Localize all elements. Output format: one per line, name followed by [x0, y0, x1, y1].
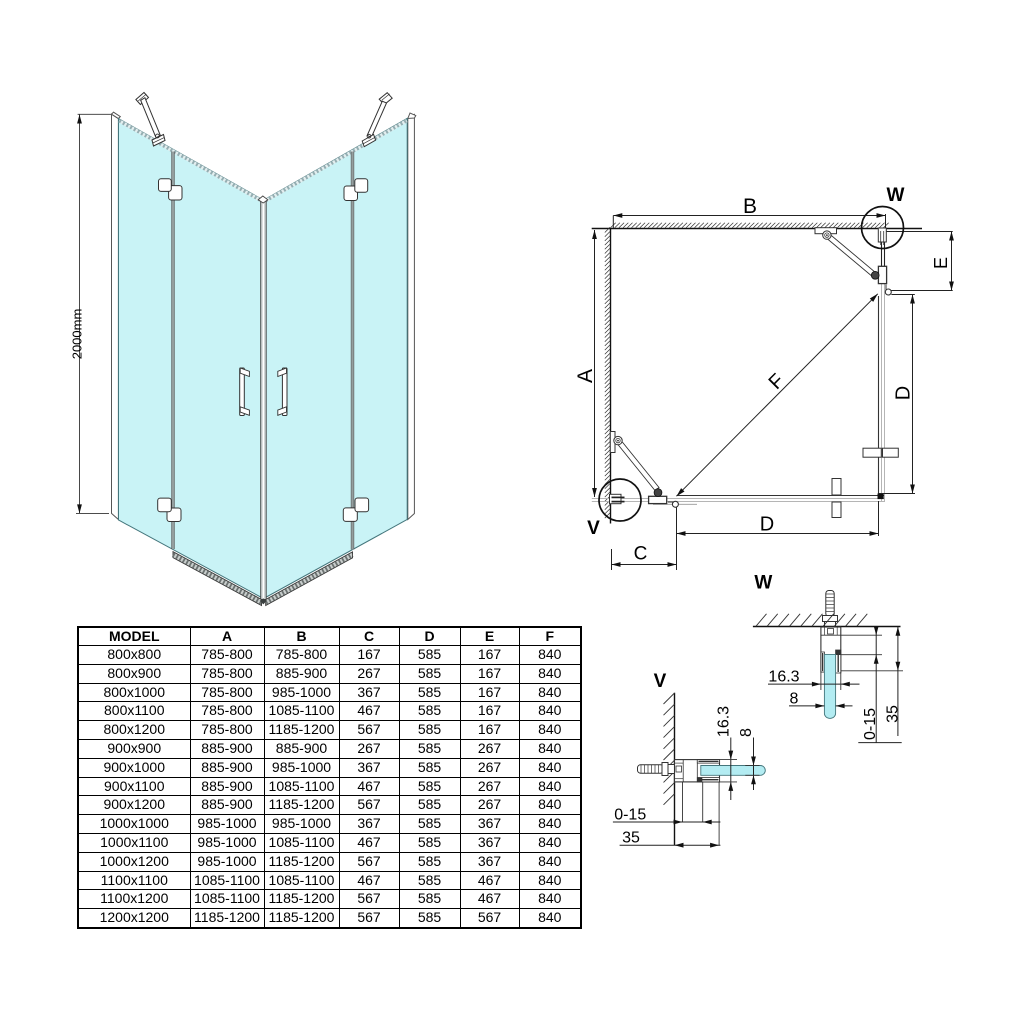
- svg-text:35: 35: [885, 705, 902, 723]
- svg-text:W: W: [887, 185, 905, 206]
- svg-text:8: 8: [738, 728, 755, 737]
- svg-text:V: V: [654, 671, 667, 692]
- svg-text:D: D: [760, 514, 774, 536]
- svg-text:0-15: 0-15: [862, 708, 879, 740]
- svg-text:0-15: 0-15: [614, 807, 646, 824]
- svg-text:2000mm: 2000mm: [70, 309, 85, 360]
- svg-text:16.3: 16.3: [715, 706, 732, 737]
- svg-text:35: 35: [622, 830, 640, 847]
- svg-text:W: W: [754, 573, 772, 594]
- svg-text:16.3: 16.3: [768, 669, 799, 686]
- svg-text:A: A: [574, 369, 597, 383]
- svg-text:E: E: [931, 257, 951, 269]
- svg-text:C: C: [634, 544, 648, 565]
- svg-text:F: F: [765, 370, 789, 394]
- svg-text:B: B: [743, 195, 757, 218]
- svg-text:8: 8: [790, 690, 799, 707]
- svg-text:V: V: [587, 518, 600, 539]
- svg-text:D: D: [893, 386, 915, 400]
